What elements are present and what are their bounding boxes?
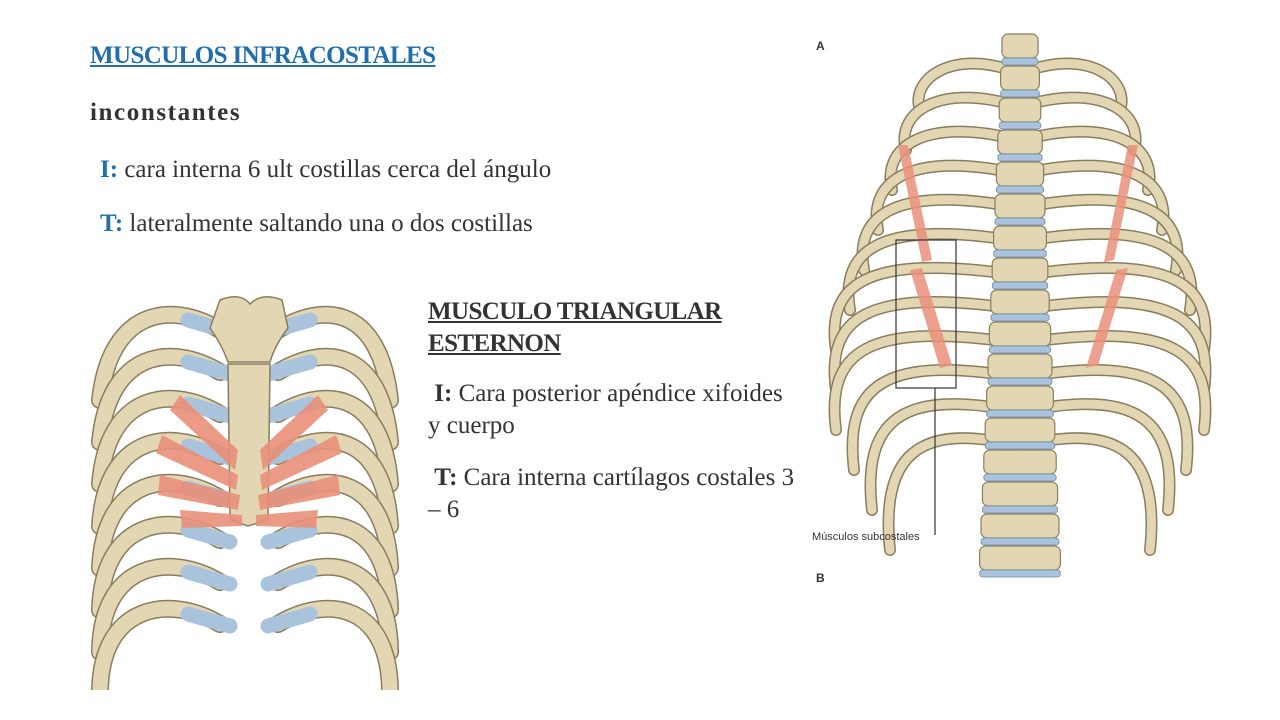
cartilage-right [260,354,318,382]
origin-text: cara interna 6 ult costillas cerca del á… [118,156,552,183]
vertebra [993,225,1048,251]
infracostales-insertion: T: lateralmente saltando una o dos costi… [100,210,533,238]
cartilage-left [180,354,238,382]
infracostales-subtitle: inconstantes [90,99,242,126]
intervertebral-disc [980,537,1060,546]
intervertebral-disc [994,217,1046,226]
cartilage-left [180,396,238,424]
intervertebral-disc [991,281,1049,290]
triangular-title-line2: ESTERNON [428,330,561,357]
triangular-insertion-key: T: [434,464,458,491]
cartilage-left [180,606,238,634]
posterior-rib-right [1025,93,1140,155]
vertebra [1000,65,1041,91]
intervertebral-disc [998,121,1042,130]
posterior-rib-right [1025,433,1156,555]
intervertebral-disc [995,185,1044,194]
triangular-origin: I: Cara posterior apéndice xifoides y cu… [428,378,798,442]
cartilage-left [180,564,238,592]
triangular-insertion: T: Cara interna cartílagos costales 3 – … [428,462,798,526]
vertebra [983,449,1057,475]
cartilage-right [260,564,318,592]
sternum-illustration [91,296,399,690]
vertebra [984,417,1056,443]
intervertebral-disc [990,313,1050,322]
cartilage-left [180,522,238,550]
cartilage-right [260,522,318,550]
intervertebral-disc [979,569,1061,578]
intervertebral-disc [984,441,1056,450]
insertion-text: lateralmente saltando una o dos costilla… [123,210,533,237]
infracostales-title: MUSCULOS INFRACOSTALES [90,42,436,69]
posterior-rib-right [1025,59,1126,115]
posterior-rib-right [1025,331,1210,435]
infracostales-origin: I: cara interna 6 ult costillas cerca de… [100,156,551,184]
label-a: A [816,39,825,53]
triangular-insertion-text: Cara interna cartílagos costales 3 – 6 [428,464,795,523]
posterior-rib-right [1025,399,1174,515]
triangular-origin-key: I: [434,380,453,407]
insertion-key: T: [100,210,124,237]
cartilage-right [260,396,318,424]
vertebra [990,289,1050,315]
triangular-origin-text: Cara posterior apéndice xifoides y cuerp… [428,380,783,439]
intervertebral-disc [988,345,1051,354]
posterior-rib-left [848,365,1015,475]
callout-label: Músculos subcostales [812,531,920,543]
posterior-rib-left [884,433,1015,555]
vertebra [980,513,1060,539]
thorax-ribs [91,305,399,690]
posterior-rib-right [1025,297,1210,395]
intervertebral-disc [1001,57,1039,66]
posterior-rib-left [900,93,1015,155]
intervertebral-disc [1000,89,1040,98]
vertebra [995,161,1045,187]
intervertebral-disc [997,153,1043,162]
vertebra [988,321,1052,347]
callout-box [895,239,957,389]
posterior-thorax-illustration: A B Músculos subcostales [812,33,1212,585]
subcostal-muscles [898,145,1138,368]
vertebra [981,481,1059,507]
vertebra [997,129,1043,155]
intervertebral-disc [986,409,1054,418]
vertebra [979,545,1062,571]
vertebra [994,193,1046,219]
intervertebral-disc [983,473,1057,482]
triangular-title: MUSCULO TRIANGULAR ESTERNON [428,296,808,360]
vertebral-column [979,33,1062,578]
vertebra [991,257,1049,283]
intervertebral-disc [981,505,1058,514]
posterior-rib-left [914,59,1015,115]
posterior-rib-left [830,331,1015,435]
origin-key: I: [100,156,119,183]
transversus-thoracis-muscle [156,395,342,528]
posterior-rib-left [830,297,1015,395]
cartilage-right [260,606,318,634]
posterior-rib-left [830,263,1015,355]
vertebra [987,353,1053,379]
intervertebral-disc [987,377,1053,386]
manubrium [209,296,289,363]
posterior-ribs [828,57,1212,556]
posterior-rib-right [1025,263,1210,355]
label-b: B [816,571,825,585]
vertebra [986,385,1055,411]
vertebra [1001,33,1039,59]
posterior-rib-right [1025,365,1192,475]
posterior-rib-left [866,399,1015,515]
triangular-title-line1: MUSCULO TRIANGULAR [428,298,722,325]
vertebra [998,97,1042,123]
intervertebral-disc [993,249,1047,258]
